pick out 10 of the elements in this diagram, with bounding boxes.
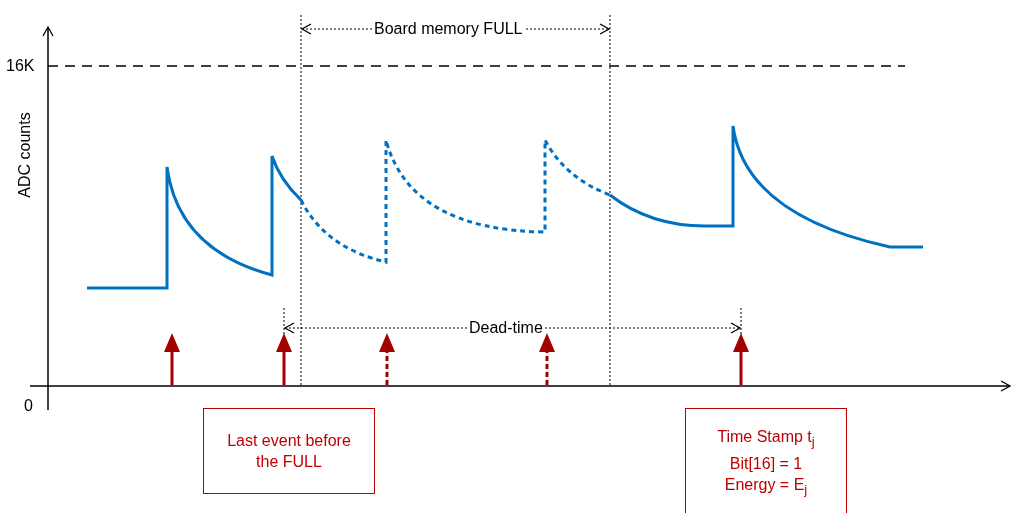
note-box (203, 408, 375, 494)
axis-title: ADC counts (15, 112, 34, 198)
note-text: Bit[16] = 1 (729, 453, 803, 474)
dimension-label: Board memory FULL (373, 20, 524, 38)
note-text: Energy = E$_{j}$ (724, 474, 808, 499)
axis-tick-label: 16K (6, 57, 35, 75)
axis-tick-label: 0 (24, 397, 33, 415)
note-box (685, 408, 847, 513)
note-text: Time Stamp t$_{j}$ (717, 427, 815, 452)
note-text: Last event before the FULL (226, 431, 352, 472)
